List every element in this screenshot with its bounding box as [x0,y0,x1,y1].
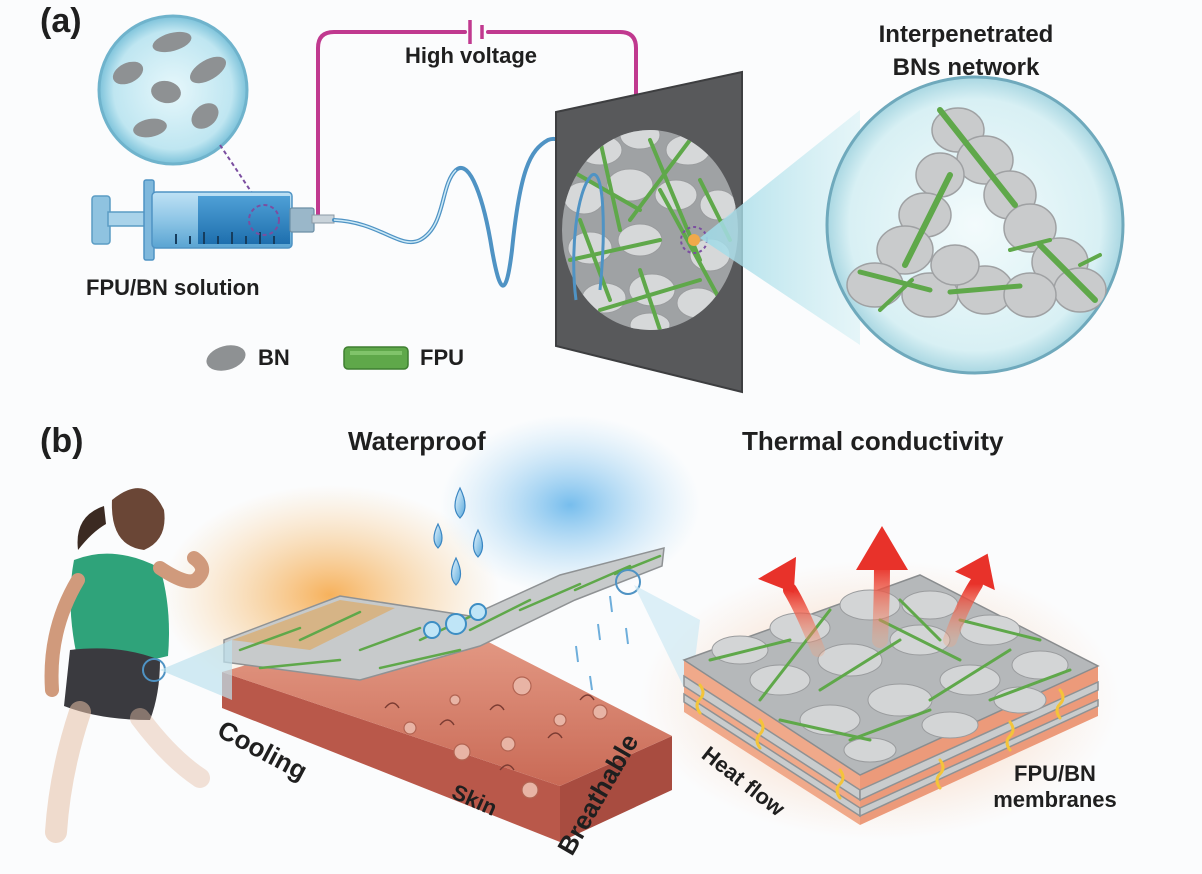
zoom-beam [700,110,860,345]
skin-slab-end [560,736,672,842]
zoom-target-dot [688,234,700,246]
electrospin-jet [332,136,593,302]
network-fibers [857,107,1102,312]
panel-a-label: (a) [40,2,82,40]
membrane-ribbon [223,547,665,681]
membranes-label-line1: FPU/BN [1014,761,1096,786]
skin-slab-side [222,672,560,842]
thermal-label: Thermal conductivity [742,426,1004,456]
waterproof-label: Waterproof [348,426,486,456]
skin-pores [384,694,595,771]
syringe [91,179,335,261]
membranes-label-line2: membranes [993,787,1117,812]
membrane-zoom-beam [634,585,700,700]
cool-glow [440,415,700,595]
heat-arrows [757,526,995,657]
network-title-line1: Interpenetrated [878,21,1054,48]
block-fibers [708,598,1072,742]
legend-fpu-swatch [343,346,409,370]
runner [44,488,210,843]
water-drops [433,486,484,586]
panel-b-label: (b) [40,422,84,460]
bubble-bn-flakes [112,31,227,138]
ribbon-zoom-ring [615,569,641,595]
heat-flow-squiggles [695,683,1065,800]
legend-bn-swatch [206,345,246,371]
syringe-label: FPU/BN solution [86,275,260,300]
runner-zoom-beam [160,640,232,700]
vapour-arrows [575,595,629,691]
legend-bn-label: BN [258,345,290,370]
network-flakes [846,107,1107,318]
ribbon-bubbles [423,603,487,639]
network-title-line2: BNs network [892,54,1040,81]
block-layers [683,674,1099,818]
high-voltage-label: High voltage [405,43,538,68]
high-voltage-wire [316,30,638,214]
jet-highlight [333,169,457,243]
legend-fpu-label: FPU [420,345,464,370]
jet-over-mat [572,173,605,301]
skin-droplets [403,676,608,799]
